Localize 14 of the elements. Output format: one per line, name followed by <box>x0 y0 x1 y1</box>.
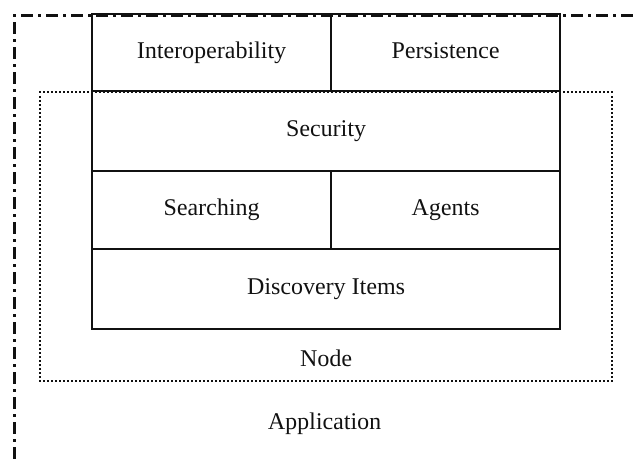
layer-label: Interoperability <box>136 38 286 65</box>
layer-box <box>91 13 332 92</box>
application-region <box>13 14 636 459</box>
layer-box <box>91 248 561 330</box>
node-region <box>39 91 613 382</box>
layer-label: Persistence <box>392 38 500 65</box>
layer-label: Security <box>286 116 366 144</box>
region-label: Application <box>268 409 382 436</box>
region-label: Node <box>300 346 352 373</box>
layer-label: Agents <box>412 195 480 222</box>
layer-box <box>330 13 561 92</box>
layer-label: Discovery Items <box>247 274 405 302</box>
layer-box <box>91 90 561 172</box>
layer-label: Searching <box>164 195 260 222</box>
